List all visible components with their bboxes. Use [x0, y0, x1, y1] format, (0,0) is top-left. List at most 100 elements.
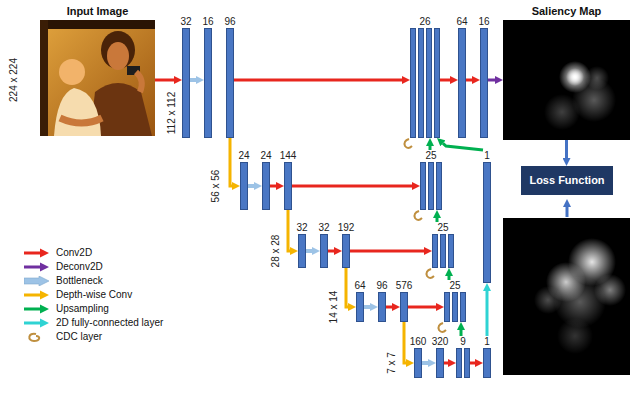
layer-bar: 16	[480, 16, 488, 138]
channel-count: 64	[354, 280, 365, 292]
feature-map	[480, 28, 488, 138]
dimension-label: 28 x 28	[270, 235, 282, 268]
conv-arrow	[386, 306, 392, 309]
feature-map	[448, 234, 454, 268]
bottleneck-arrow	[190, 78, 196, 82]
channel-count: 1	[484, 150, 490, 162]
legend-text: Bottleneck	[56, 275, 103, 287]
depthwise-arrow	[346, 268, 348, 307]
feature-map	[436, 348, 444, 378]
loss-arrow	[565, 140, 568, 158]
conv-arrow	[328, 250, 334, 253]
cdc-curl	[405, 139, 413, 148]
input-photo	[40, 20, 155, 136]
feature-map	[400, 292, 408, 322]
channel-count: 25	[425, 150, 436, 162]
conv-arrow	[350, 250, 424, 253]
image-title: Input Image	[40, 4, 155, 20]
legend-row: Upsampling	[24, 302, 163, 316]
cdc-curl	[427, 269, 435, 278]
layer-bar: 1	[483, 150, 491, 283]
bottleneck-arrow	[306, 249, 312, 253]
feature-map	[426, 28, 432, 138]
feature-map	[342, 234, 350, 268]
decoder-block: 25	[444, 280, 466, 322]
bottleneck-arrow	[364, 305, 370, 309]
layer-bar: 24	[262, 150, 270, 210]
legend-text: Deconv2D	[56, 261, 103, 273]
legend-arrow	[24, 276, 49, 286]
feature-map	[456, 348, 462, 378]
legend-swatch	[24, 304, 50, 314]
feature-map	[226, 28, 234, 138]
feature-map	[436, 162, 442, 210]
feature-map	[378, 292, 386, 322]
cdc-curl	[415, 211, 423, 220]
channel-count: 32	[296, 222, 307, 234]
feature-map	[240, 162, 248, 210]
legend-arrow	[24, 263, 49, 272]
layer-bar: 32	[182, 16, 190, 138]
upsample-arrow	[429, 146, 432, 150]
conv-arrow	[470, 362, 475, 365]
conv-arrow	[466, 79, 472, 82]
dimension-label: 14 x 14	[328, 291, 340, 324]
layer-bar: 32	[298, 222, 306, 268]
upsample-arrow	[436, 218, 439, 222]
channel-count: 32	[318, 222, 329, 234]
conv-arrow	[234, 79, 402, 82]
channel-count: 144	[280, 150, 297, 162]
feature-map	[444, 292, 450, 322]
feature-map	[320, 234, 328, 268]
ground-truth-arrow	[566, 207, 569, 217]
legend-arrow	[29, 334, 39, 341]
legend-row: Deconv2D	[24, 260, 163, 274]
feature-map	[204, 28, 212, 138]
channel-count: 16	[478, 16, 489, 28]
layer-bar: 24	[240, 150, 248, 210]
channel-count: 96	[376, 280, 387, 292]
upsample-arrow	[460, 330, 463, 336]
layer-bar: 576	[400, 280, 408, 322]
upsample-arrow	[448, 276, 451, 280]
box-title: Loss Function	[529, 174, 604, 186]
decoder-block: 26	[410, 16, 440, 138]
legend-arrow	[24, 291, 49, 300]
legend-swatch	[24, 262, 50, 272]
feature-map	[483, 348, 491, 378]
layer-bar: 32	[320, 222, 328, 268]
feature-map	[298, 234, 306, 268]
legend-arrow	[24, 305, 49, 314]
depthwise-arrow	[230, 138, 232, 186]
feature-map	[440, 234, 446, 268]
legend-arrow	[24, 249, 49, 258]
channel-count: 1	[484, 336, 490, 348]
feature-map	[420, 162, 426, 210]
legend-row: Bottleneck	[24, 274, 163, 288]
feature-map	[464, 348, 470, 378]
dimension-label: 56 x 56	[210, 170, 222, 203]
layer-bar: 192	[342, 222, 350, 268]
loss-box: Loss Function	[521, 166, 612, 195]
feature-map	[452, 292, 458, 322]
decoder-block: 25	[420, 150, 442, 210]
legend-swatch	[24, 318, 50, 328]
conv-arrow	[444, 362, 448, 365]
layer-bar: 64	[458, 16, 466, 138]
layer-bar: 320	[436, 336, 444, 378]
feature-map	[483, 162, 491, 283]
channel-count: 25	[449, 280, 460, 292]
dimension-label: 224 x 224	[8, 58, 20, 102]
layer-bar: 96	[226, 16, 234, 138]
layer-bar: 160	[414, 336, 422, 378]
legend-row: Conv2D	[24, 246, 163, 260]
image-area	[503, 20, 630, 140]
channel-count: 24	[260, 150, 271, 162]
ground-truth-map	[503, 218, 630, 375]
conv-arrow	[408, 306, 436, 309]
legend-row: 2D fully-connected layer	[24, 316, 163, 330]
conv-arrow	[440, 79, 450, 82]
channel-count: 24	[238, 150, 249, 162]
layer-bar: 1	[483, 336, 491, 378]
bottleneck-arrow	[248, 184, 254, 188]
